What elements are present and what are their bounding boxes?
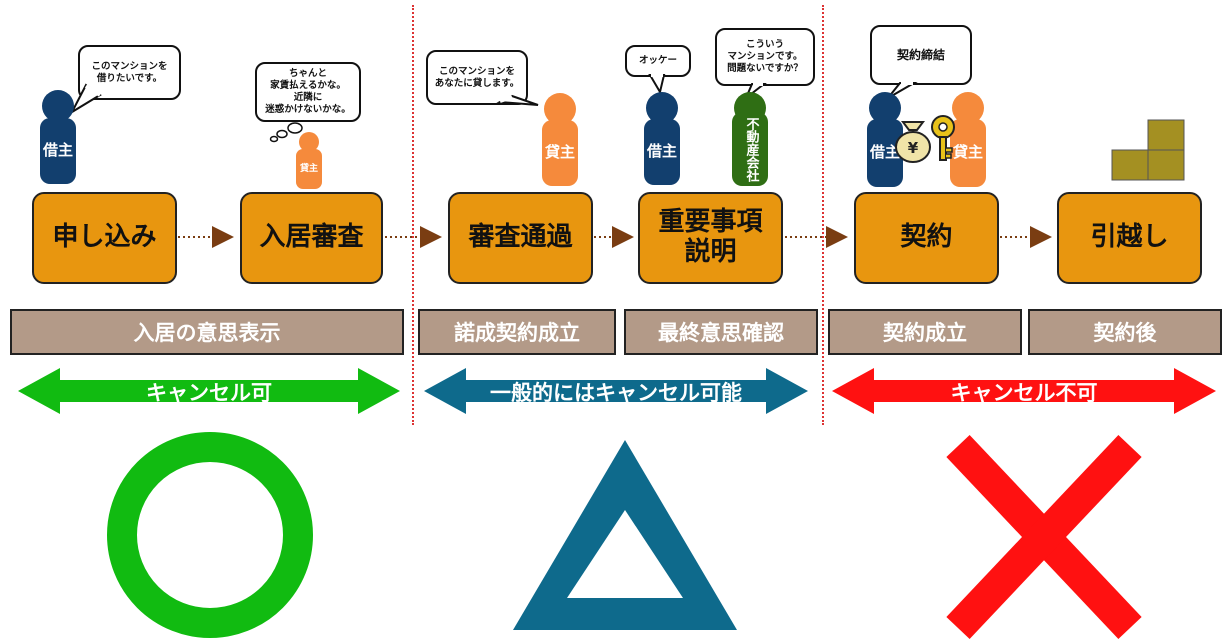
- speech-bubble-contract: 契約締結: [870, 25, 972, 85]
- step-explanation: 重要事項 説明: [638, 192, 783, 284]
- step-moving: 引越し: [1057, 192, 1202, 284]
- step-screening: 入居審査: [240, 192, 383, 284]
- lender-label: 貸主: [952, 143, 983, 162]
- agency-label: 不動産会社: [743, 116, 759, 182]
- speech-bubble-approve: このマンションを あなたに貸します。: [426, 50, 528, 105]
- thought-bubble-screening: ちゃんと 家賃払えるかな。 近隣に 迷惑かけないかな。: [255, 62, 361, 122]
- separator-line-1: [412, 5, 414, 425]
- stage-final-confirm: 最終意思確認: [624, 309, 818, 355]
- separator-line-2: [822, 5, 824, 425]
- yen-symbol: ¥: [908, 139, 919, 157]
- borrower-label: 借主: [869, 143, 900, 162]
- cancel-not-allowed-arrow: [832, 368, 1216, 414]
- step-approval: 審査通過: [448, 192, 593, 284]
- stage-consensual-contract: 諾成契約成立: [418, 309, 616, 355]
- stage-after-contract: 契約後: [1028, 309, 1222, 355]
- borrower-label: 借主: [646, 142, 677, 161]
- speech-bubble-explain: こういう マンションです。 問題ないですか？: [715, 28, 815, 86]
- lender-label: 貸主: [299, 163, 318, 174]
- moving-boxes-icon: [1111, 119, 1185, 181]
- stage-contract-formed: 契約成立: [828, 309, 1022, 355]
- money-bag-icon: ¥: [895, 121, 931, 163]
- cancel-generally-arrow: [424, 368, 808, 414]
- blue-triangle-icon: [513, 440, 737, 630]
- key-icon: [931, 115, 955, 161]
- cancel-allowed-arrow: [18, 368, 400, 414]
- green-circle-icon: [107, 432, 313, 638]
- step-contract: 契約: [854, 192, 999, 284]
- borrower-label: 借主: [42, 141, 73, 160]
- lender-label: 貸主: [544, 143, 575, 162]
- stage-intent: 入居の意思表示: [10, 309, 404, 355]
- cancel-not-allowed-label: キャンセル不可: [950, 381, 1098, 405]
- cancel-generally-label: 一般的にはキャンセル可能: [490, 381, 742, 405]
- speech-bubble-apply: このマンションを 借りたいです。: [78, 45, 181, 100]
- step-apply: 申し込み: [32, 192, 177, 284]
- red-cross-icon: [946, 435, 1142, 639]
- cancel-allowed-label: キャンセル可: [146, 381, 272, 405]
